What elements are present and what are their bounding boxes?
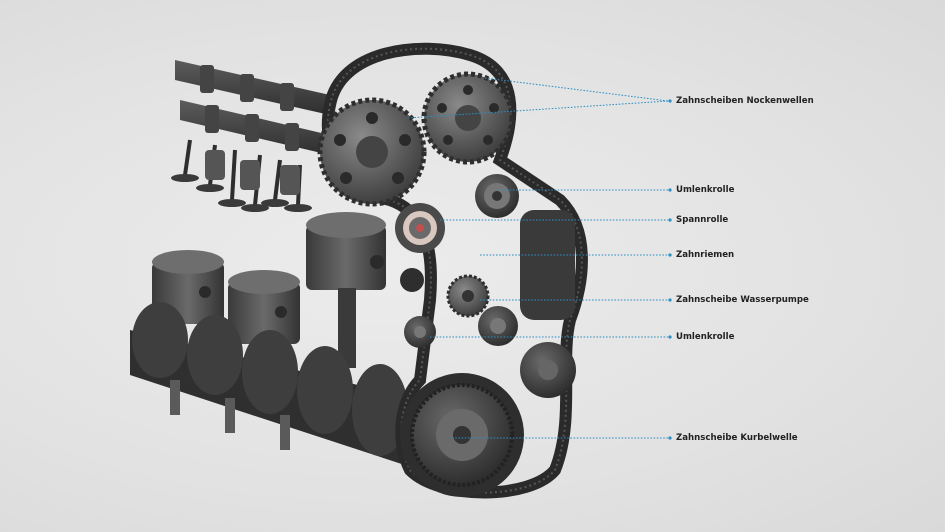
leader-lines bbox=[407, 77, 672, 440]
idler-pulley-upper bbox=[475, 174, 519, 218]
camshaft-gear-right bbox=[421, 71, 515, 165]
crankshaft-pulley bbox=[400, 342, 576, 497]
pistons bbox=[152, 212, 386, 368]
idler-pulley-lower bbox=[400, 268, 518, 348]
label-camshaft-gears: Zahnscheiben Nockenwellen bbox=[676, 96, 814, 106]
tensioner-pulley bbox=[395, 203, 445, 253]
water-pump-gear bbox=[446, 210, 575, 320]
camshaft-gear-left bbox=[317, 97, 427, 207]
crankshaft bbox=[130, 302, 420, 470]
label-idler-pulley-lower: Umlenkrolle bbox=[676, 332, 735, 342]
label-tensioner-pulley: Spannrolle bbox=[676, 215, 729, 225]
camshaft-valvetrain bbox=[171, 60, 330, 212]
label-water-pump-gear: Zahnscheibe Wasserpumpe bbox=[676, 295, 809, 305]
label-idler-pulley-upper: Umlenkrolle bbox=[676, 185, 735, 195]
label-timing-belt: Zahnriemen bbox=[676, 250, 735, 260]
label-crankshaft-gear: Zahnscheibe Kurbelwelle bbox=[676, 433, 798, 443]
